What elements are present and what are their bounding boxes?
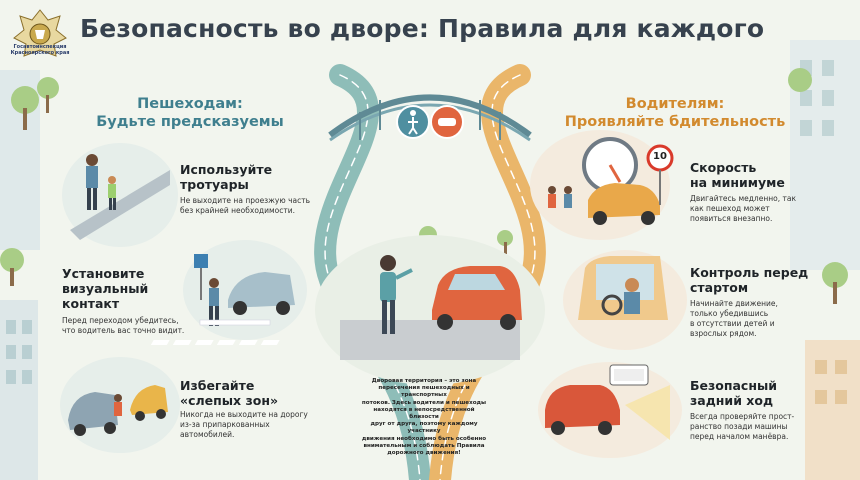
- pedestrian-item-2-title: Установите визуальный контакт: [62, 266, 149, 311]
- pedestrians-heading: Пешеходам: Будьте предсказуемы: [96, 96, 284, 130]
- driver-item-1-title: Скорость на минимуме: [690, 160, 785, 190]
- speed-scene: [530, 130, 674, 240]
- start-check-scene: [563, 250, 687, 350]
- pedestrian-item-3-text: Никогда не выходите на дорогу из-за прип…: [180, 410, 308, 439]
- pedestrian-item-1-title: Используйте тротуары: [180, 162, 273, 192]
- driver-item-3-title: Безопасный задний ход: [690, 378, 778, 408]
- pedestrian-item-1-text: Не выходите на проезжую часть без крайне…: [180, 196, 311, 215]
- driver-item-2-title: Контроль перед стартом: [690, 265, 809, 295]
- sidewalk-scene: [62, 143, 178, 247]
- driver-item-3-text: Всегда проверяйте прост- ранство позади …: [690, 412, 795, 441]
- page-title: Безопасность во дворе: Правила для каждо…: [80, 14, 765, 43]
- pedestrian-item-2-text: Перед переходом убедитесь, что водитель …: [62, 316, 185, 335]
- eye-contact-scene: [183, 240, 307, 340]
- pedestrian-item-3-title: Избегайте «слепых зон»: [180, 378, 279, 408]
- central-scene: [150, 235, 545, 385]
- buildings-right: [790, 40, 860, 480]
- blind-spot-scene: [60, 357, 180, 453]
- buildings-left: [0, 70, 40, 480]
- speed-limit-sign-value: 10: [653, 151, 667, 162]
- center-note: Дворовая территория – это зона пересечен…: [361, 378, 487, 457]
- bridge: [328, 94, 532, 142]
- police-emblem-logo: [13, 9, 67, 57]
- reverse-scene: [538, 362, 682, 458]
- driver-item-1-text: Двигайтесь медленно, так как пешеход мож…: [690, 194, 796, 223]
- driver-item-2-text: Начинайте движение, только убедившись в …: [690, 299, 778, 338]
- logo-caption: Госавтоинспекция Красноярского края: [10, 44, 70, 56]
- drivers-heading: Водителям: Проявляйте бдительность: [564, 96, 786, 130]
